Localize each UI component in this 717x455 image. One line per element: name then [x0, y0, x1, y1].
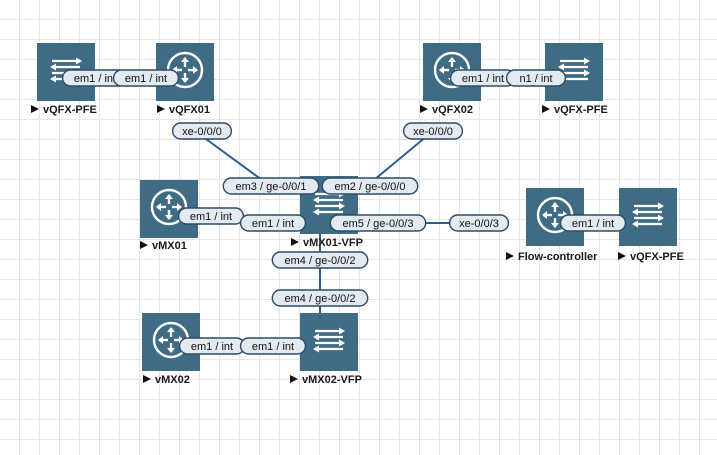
interface-labels-layer: em1 / int em1 / int em1 / int n1 / int xe-0/…: [61, 69, 627, 355]
interface-label[interactable]: xe-0/0/0: [402, 122, 464, 140]
node-label: vQFX02: [432, 104, 473, 116]
interface-label-text: em4 / ge-0/0/2: [285, 293, 356, 305]
router-cross-icon: [142, 313, 200, 371]
interface-label-text: em1 / int: [572, 218, 614, 230]
node-qfx-pfe-2[interactable]: vQFX-PFE: [542, 43, 608, 116]
interface-label[interactable]: em2 / ge-0/0/0: [321, 177, 419, 195]
interface-label[interactable]: em1 / int: [177, 207, 245, 225]
node-label: vQFX-PFE: [630, 251, 684, 263]
interface-label[interactable]: em4 / ge-0/0/2: [271, 251, 369, 269]
interface-label-text: em4 / ge-0/0/2: [285, 255, 356, 267]
switch-arrows-icon: [619, 188, 677, 246]
interface-label-text: em3 / ge-0/0/1: [236, 181, 307, 193]
interface-label-text: em1 / int: [252, 218, 294, 230]
node-expand-icon: [157, 105, 165, 113]
node-label: vQFX-PFE: [554, 104, 608, 116]
node-expand-icon: [506, 252, 514, 260]
interface-label[interactable]: xe-0/0/0: [171, 122, 233, 140]
interface-label[interactable]: em1 / int: [449, 69, 517, 87]
interface-label[interactable]: n1 / int: [505, 69, 567, 87]
interface-label-text: xe-0/0/0: [413, 126, 453, 138]
interface-label[interactable]: em1 / int: [178, 337, 246, 355]
interface-label-text: em5 / ge-0/0/3: [343, 218, 414, 230]
interface-label-text: em1 / int: [74, 73, 116, 85]
interface-label-text: em1 / int: [252, 341, 294, 353]
node-mx02-vfp[interactable]: vMX02-VFP: [290, 313, 362, 386]
interface-label[interactable]: em1 / int: [112, 69, 180, 87]
node-expand-icon: [140, 241, 148, 249]
node-expand-icon: [143, 375, 151, 383]
interface-label[interactable]: em1 / int: [239, 214, 307, 232]
node-mx02[interactable]: vMX02: [142, 313, 200, 386]
node-expand-icon: [290, 375, 298, 383]
interface-label[interactable]: em3 / ge-0/0/1: [222, 177, 320, 195]
node-label: vMX01: [152, 240, 187, 252]
interface-label[interactable]: em1 / int: [559, 214, 627, 232]
node-qfx-pfe-3[interactable]: vQFX-PFE: [618, 188, 684, 263]
interface-label-text: em2 / ge-0/0/0: [335, 181, 406, 193]
interface-label-text: xe-0/0/3: [459, 218, 499, 230]
interface-label-text: em1 / int: [125, 73, 167, 85]
node-label: Flow-controller: [518, 251, 598, 263]
interface-label-text: em1 / int: [190, 211, 232, 223]
switch-arrows-icon: [300, 313, 358, 371]
node-label: vQFX01: [169, 104, 210, 116]
node-expand-icon: [420, 105, 428, 113]
node-label: vMX02-VFP: [302, 374, 362, 386]
interface-label-text: xe-0/0/0: [182, 126, 222, 138]
interface-label[interactable]: xe-0/0/3: [448, 214, 510, 232]
node-expand-icon: [618, 252, 626, 260]
node-expand-icon: [31, 105, 39, 113]
interface-label-text: em1 / int: [191, 341, 233, 353]
interface-label[interactable]: em4 / ge-0/0/2: [271, 289, 369, 307]
interface-label-text: n1 / int: [519, 73, 552, 85]
interface-label[interactable]: em1 / int: [239, 337, 307, 355]
node-expand-icon: [291, 238, 299, 246]
node-label: vQFX-PFE: [43, 104, 97, 116]
interface-label[interactable]: em5 / ge-0/0/3: [329, 214, 427, 232]
node-expand-icon: [542, 105, 550, 113]
node-label: vMX02: [155, 374, 190, 386]
interface-label-text: em1 / int: [462, 73, 504, 85]
node-label: vMX01-VFP: [303, 237, 363, 249]
